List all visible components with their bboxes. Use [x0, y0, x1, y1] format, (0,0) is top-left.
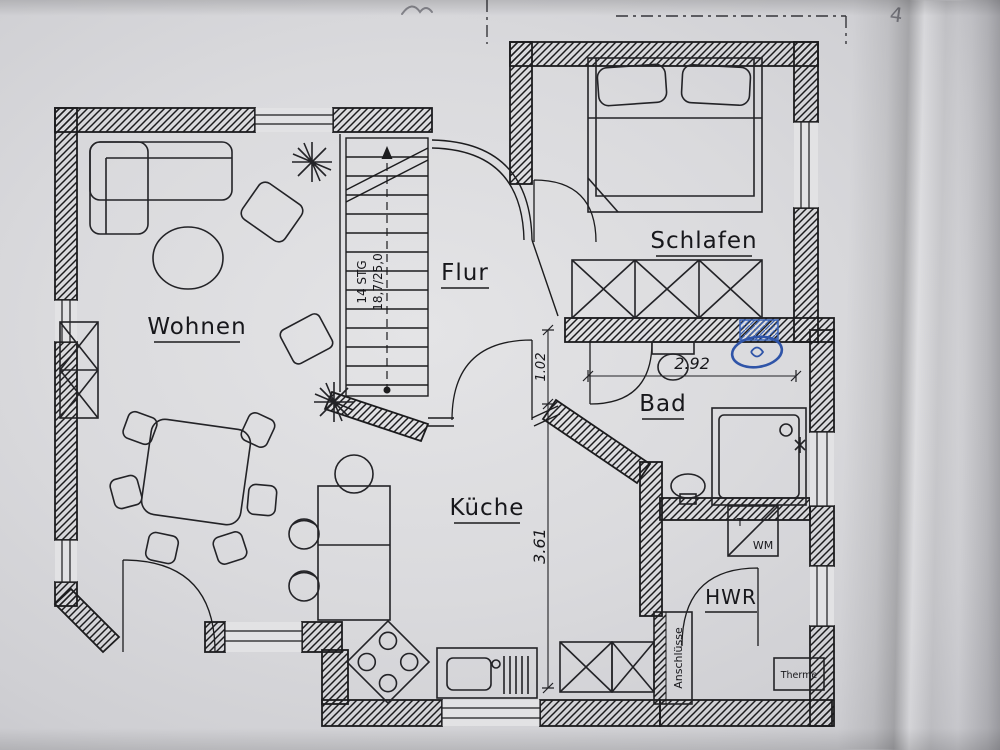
- exterior-walls: [53, 41, 835, 727]
- dimension-bad-width: 2.92: [582, 354, 802, 382]
- dim-passage-label: 1.02: [534, 353, 549, 382]
- dining-table-symbol: [140, 418, 252, 526]
- bathroom-sink-symbol: [670, 473, 706, 505]
- wardrobe-wohnen-symbol: [59, 321, 99, 419]
- dim-bad-width-label: 2.92: [674, 354, 710, 373]
- schlafen-door-arc: [533, 179, 597, 243]
- window-left-upper: [55, 299, 77, 343]
- stair-annotation: 14 STG 18,7/25,0: [355, 253, 385, 310]
- boiler-label: Therme: [780, 670, 818, 681]
- kitchen-units-symbol: [559, 641, 655, 693]
- window-hwr: [810, 565, 834, 627]
- staircase: 14 STG 18,7/25,0: [345, 137, 429, 397]
- partition-lines: [339, 134, 561, 427]
- interior-walls: [323, 41, 835, 617]
- pencil-number: 4: [888, 2, 904, 28]
- plant-icon: [292, 142, 332, 182]
- window-top-wohnen: [254, 108, 334, 132]
- hwr-door-arc: [681, 567, 759, 647]
- shower-symbol: [711, 407, 807, 506]
- flur-label: Flur: [441, 260, 489, 286]
- dryer-label: T: [736, 516, 744, 529]
- boiler-symbol: Therme: [773, 657, 825, 691]
- bad-label: Bad: [639, 391, 686, 417]
- dining-chairs: [109, 410, 278, 565]
- kitchen-sink-symbol: [436, 647, 538, 699]
- bar-stools: [288, 518, 320, 602]
- kueche-door-arc: [451, 339, 533, 421]
- dim-kueche-depth-label: 3.61: [530, 528, 549, 564]
- entrance-door-arc: [122, 559, 216, 653]
- side-table-symbol: [279, 313, 334, 365]
- window-bad: [810, 431, 834, 507]
- wohnen-label: Wohnen: [147, 314, 246, 340]
- stair-label-line1: 14 STG: [355, 260, 369, 303]
- pencil-marks: 4: [401, 2, 904, 28]
- hwr-label: HWR: [705, 585, 757, 609]
- window-left-lower: [55, 539, 77, 583]
- schlafen-label: Schlafen: [650, 228, 757, 254]
- room-labels: Wohnen Flur Schlafen Bad Küche HWR: [147, 228, 757, 613]
- window-kueche: [441, 700, 541, 726]
- bed-symbol: [587, 57, 763, 213]
- connections-box: Anschlüsse: [653, 611, 693, 705]
- kitchen-island-symbol: [317, 454, 391, 621]
- coffee-table-symbol: [152, 226, 224, 290]
- washer-dryer-symbol: T WM: [727, 505, 779, 557]
- wardrobe-schlafen-symbol: [571, 259, 763, 319]
- kueche-label: Küche: [450, 495, 525, 521]
- window-bottom-wohnen: [224, 622, 303, 652]
- dimension-vertical-chain: 1.02 3.61: [530, 324, 554, 694]
- connections-label: Anschlüsse: [672, 627, 685, 689]
- toilet-symbol: [651, 341, 695, 381]
- blue-pen-annotation: [730, 319, 784, 369]
- armchair-symbol: [240, 181, 304, 243]
- stove-symbol: [345, 619, 431, 705]
- window-schlafen: [794, 121, 818, 209]
- roof-outline-dashdot: [486, 0, 847, 44]
- washer-label: WM: [753, 539, 773, 552]
- plant-icon: [314, 382, 354, 422]
- stair-label-line2: 18,7/25,0: [371, 253, 385, 310]
- sofa-symbol: [89, 141, 233, 235]
